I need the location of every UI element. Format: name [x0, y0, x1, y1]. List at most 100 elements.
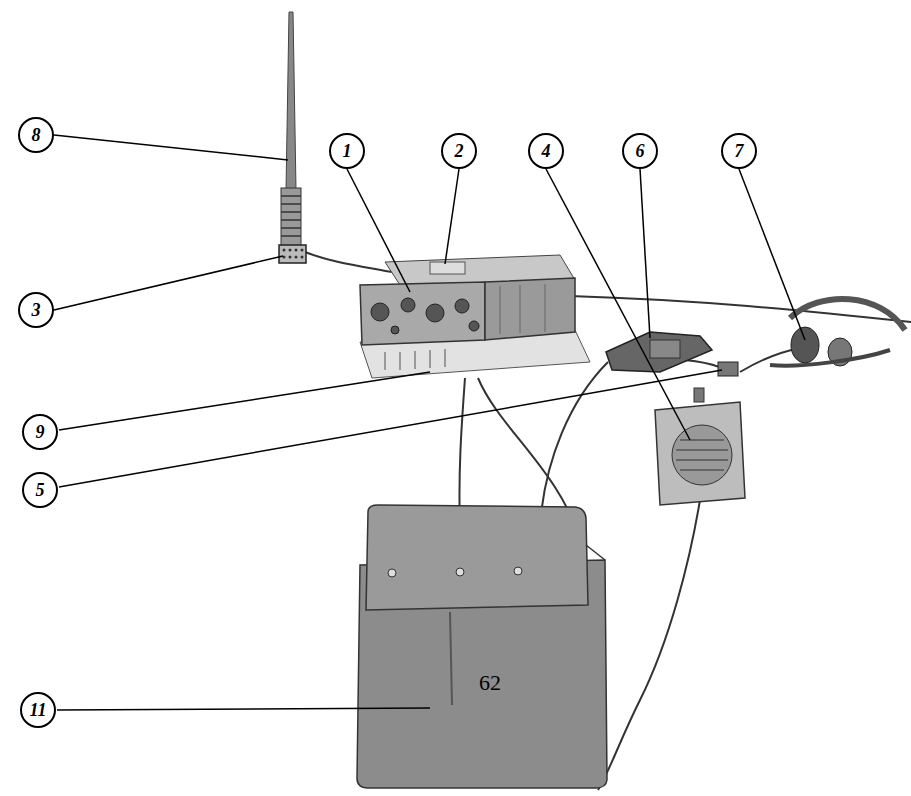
carrying-bag-part-part: [514, 567, 522, 575]
antenna-part-part: [295, 249, 298, 252]
leader-lines-part: [640, 169, 650, 338]
loudspeaker-part-part: [676, 449, 728, 451]
leader-lines-part: [347, 169, 410, 292]
carrying-bag-part: [586, 545, 605, 560]
callout-ring: [23, 473, 57, 507]
handset: [606, 332, 712, 372]
radio-set-part: [385, 349, 445, 370]
handset-part: [650, 340, 680, 358]
radio-set-part-part: [391, 326, 399, 334]
callout-circle: 7: [721, 133, 757, 169]
radio-set-part-part: [455, 299, 469, 313]
leader-lines-part: [445, 169, 459, 264]
callout-ring: [722, 134, 756, 168]
antenna-part-part: [289, 256, 292, 259]
headset-part: [791, 327, 819, 363]
callout-number: 8: [32, 125, 41, 146]
loudspeaker-part: [672, 425, 732, 485]
leader-lines-part: [59, 370, 722, 487]
radio-set-part: [500, 284, 545, 334]
loudspeaker-part-part: [680, 469, 724, 471]
callout-number: 3: [32, 300, 41, 321]
callout-number: 1: [343, 141, 352, 162]
antenna-part: [281, 196, 301, 236]
cables-part: [540, 362, 608, 525]
radio-set-part-part: [399, 352, 401, 370]
radio-set-part: [371, 298, 479, 334]
callout-circle: 1: [329, 133, 365, 169]
radio-set-part-part: [414, 351, 416, 369]
callout-ring: [442, 134, 476, 168]
antenna-part-part: [289, 249, 292, 252]
callout-number: 5: [36, 480, 45, 501]
headset-part: [790, 299, 905, 330]
callout-ring: [330, 134, 364, 168]
leader-lines: [54, 135, 805, 710]
callout-ring: [19, 293, 53, 327]
callout-circle: 5: [22, 472, 58, 508]
handset-part: [606, 332, 712, 372]
cables-part: [598, 500, 700, 790]
callout-number: 2: [455, 141, 464, 162]
antenna-part-part: [281, 203, 301, 205]
loudspeaker-part: [655, 402, 745, 505]
callout-circle: 3: [18, 292, 54, 328]
carrying-bag-part: [450, 612, 452, 705]
callout-circle: 6: [622, 133, 658, 169]
antenna-part: [281, 188, 301, 246]
callout-ring: [529, 134, 563, 168]
callout-number: 7: [735, 141, 744, 162]
callout-number: 9: [36, 422, 45, 443]
radio-set: [360, 255, 590, 378]
antenna: [279, 12, 306, 263]
carrying-bag-part-part: [388, 569, 396, 577]
radio-set-part-part: [371, 303, 389, 321]
antenna-part-part: [283, 249, 286, 252]
leader-lines-part: [546, 169, 690, 440]
radio-set-part-part: [520, 285, 521, 333]
callout-ring: [19, 118, 53, 152]
antenna-part: [286, 12, 296, 190]
cables-part: [305, 252, 392, 272]
callout-circle: 9: [22, 414, 58, 450]
radio-set-part-part: [401, 298, 415, 312]
antenna-part-part: [281, 195, 301, 197]
cables: [305, 252, 911, 790]
antenna-part-part: [301, 256, 304, 259]
bag-marking: 62: [479, 670, 501, 696]
antenna-part-part: [281, 211, 301, 213]
leader-lines-part: [57, 708, 430, 710]
radio-set-part-part: [429, 350, 431, 368]
connector: [718, 362, 738, 376]
radio-set-part-part: [426, 304, 444, 322]
radio-set-part-part: [444, 349, 446, 367]
leader-lines-part: [54, 135, 288, 160]
loudspeaker-part: [694, 388, 704, 402]
callout-number: 4: [542, 141, 551, 162]
leader-lines-part: [739, 169, 805, 340]
callout-circle: 8: [18, 117, 54, 153]
loudspeaker-part-part: [676, 459, 728, 461]
radio-set-part: [360, 282, 485, 345]
antenna-part-part: [301, 249, 304, 252]
carrying-bag-part: [366, 505, 588, 610]
callout-ring: [21, 693, 55, 727]
callout-circle: 4: [528, 133, 564, 169]
callout-ring: [23, 415, 57, 449]
radio-set-part-part: [500, 286, 501, 334]
headset: [770, 299, 905, 366]
carrying-bag: [357, 505, 607, 788]
callout-number: 6: [636, 141, 645, 162]
loudspeaker-part: [676, 440, 728, 470]
radio-set-part-part: [469, 321, 479, 331]
radio-set-part-part: [384, 352, 386, 370]
callout-ring: [623, 134, 657, 168]
antenna-part: [283, 249, 304, 259]
radio-set-part: [485, 278, 575, 340]
leader-lines-part: [59, 372, 430, 430]
loudspeaker: [655, 388, 745, 505]
antenna-part-part: [295, 256, 298, 259]
antenna-part: [279, 245, 306, 263]
headset-part: [770, 350, 890, 366]
